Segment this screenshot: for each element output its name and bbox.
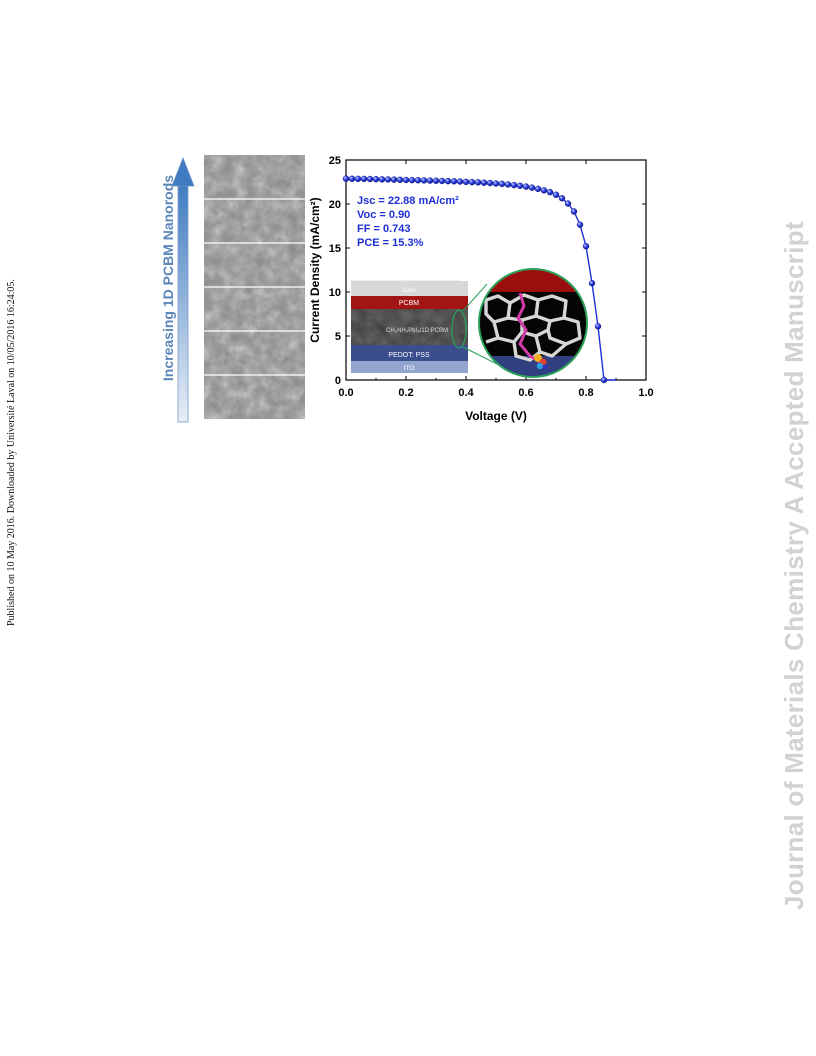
sem-image-strip (204, 155, 305, 419)
data-point (492, 180, 500, 187)
layer-pedot (351, 345, 468, 361)
data-point (576, 221, 584, 228)
data-point (414, 177, 422, 184)
data-point (408, 176, 416, 184)
data-point (486, 179, 494, 187)
data-point (540, 187, 548, 194)
data-point (348, 175, 356, 182)
data-point (588, 280, 596, 287)
device-stack-inset: CaAl PCBM CH₃NH₃PbI₃/1D PCBM PEDOT: PSS … (350, 280, 498, 373)
data-point (366, 175, 374, 183)
y-tick-labels: 0 5 10 15 20 25 (329, 155, 341, 387)
data-point (522, 183, 530, 190)
x-axis-label: Voltage (V) (465, 409, 527, 423)
data-point (552, 191, 560, 198)
layer-ito (351, 361, 468, 373)
y-axis-label: Current Density (mA/cm²) (308, 197, 322, 342)
data-point (360, 175, 368, 183)
data-point (378, 176, 386, 183)
data-point (468, 178, 476, 186)
data-point (570, 208, 578, 215)
y-tick-label: 5 (335, 331, 341, 343)
iv-chart: 0.0 0.2 0.4 0.6 0.8 1.0 0 5 10 15 20 25 Voltage (V… (308, 155, 654, 423)
y-tick-label: 20 (329, 199, 341, 211)
layer-label-pedot: PEDOT: PSS (388, 352, 430, 359)
y-tick-label: 25 (329, 155, 341, 167)
layer-caal (351, 281, 468, 296)
layer-label-ito: ITO (404, 365, 415, 372)
data-point (462, 178, 470, 186)
data-point (438, 177, 446, 185)
x-tick-label: 0.2 (398, 387, 413, 399)
data-point (528, 184, 536, 191)
data-point (564, 200, 572, 207)
data-point (432, 177, 440, 184)
x-tick-label: 0.4 (458, 387, 474, 399)
x-tick-label: 0.8 (578, 387, 593, 399)
data-point (582, 243, 590, 250)
layer-label-caal: CaAl (402, 288, 415, 294)
data-point (516, 182, 524, 189)
data-point (342, 175, 350, 182)
annotation-text: Jsc = 22.88 mA/cm² (357, 195, 459, 207)
data-point (498, 180, 506, 188)
performance-annotations: Jsc = 22.88 mA/cm² Voc = 0.90 FF = 0.743PC… (357, 195, 459, 249)
data-point (558, 195, 566, 202)
data-point (474, 179, 482, 186)
x-tick-label: 0.6 (518, 387, 533, 399)
data-point (450, 178, 458, 185)
data-point (384, 176, 392, 183)
data-point (594, 323, 602, 330)
data-point (600, 376, 608, 384)
y-tick-label: 0 (335, 375, 341, 387)
zoom-region-marker (451, 309, 467, 349)
data-point (396, 176, 404, 184)
data-point (354, 175, 362, 183)
x-tick-label: 1.0 (638, 387, 653, 399)
data-point (372, 175, 380, 183)
data-point (534, 185, 542, 193)
data-point (420, 177, 428, 184)
annotation-text: PCE = 15.3% (357, 237, 424, 249)
data-point (480, 179, 488, 186)
x-tick-labels: 0.0 0.2 0.4 0.6 0.8 1.0 (338, 387, 653, 399)
data-point (504, 181, 512, 188)
data-point (456, 178, 464, 185)
iv-series (342, 175, 616, 384)
data-point (426, 177, 434, 184)
increasing-arrow-icon (171, 156, 195, 423)
y-tick-label: 10 (329, 287, 341, 299)
data-point (510, 181, 518, 189)
data-point (402, 176, 410, 184)
annotation-text: Voc = 0.90 (357, 209, 410, 221)
y-tick-label: 15 (329, 243, 341, 255)
layer-label-perovskite: CH₃NH₃PbI₃/1D PCBM (386, 328, 448, 334)
x-tick-label: 0.0 (338, 387, 353, 399)
layer-label-pcbm: PCBM (399, 300, 419, 307)
layer-pcbm (351, 296, 468, 309)
axis-ticks (345, 159, 647, 381)
data-point (390, 176, 398, 183)
sem-panel-dividers (204, 198, 305, 376)
data-point (444, 177, 452, 185)
data-point (546, 188, 554, 196)
molecule-icon (534, 354, 548, 370)
iv-data-points (342, 175, 608, 384)
annotation-text: FF = 0.743 (357, 223, 411, 235)
